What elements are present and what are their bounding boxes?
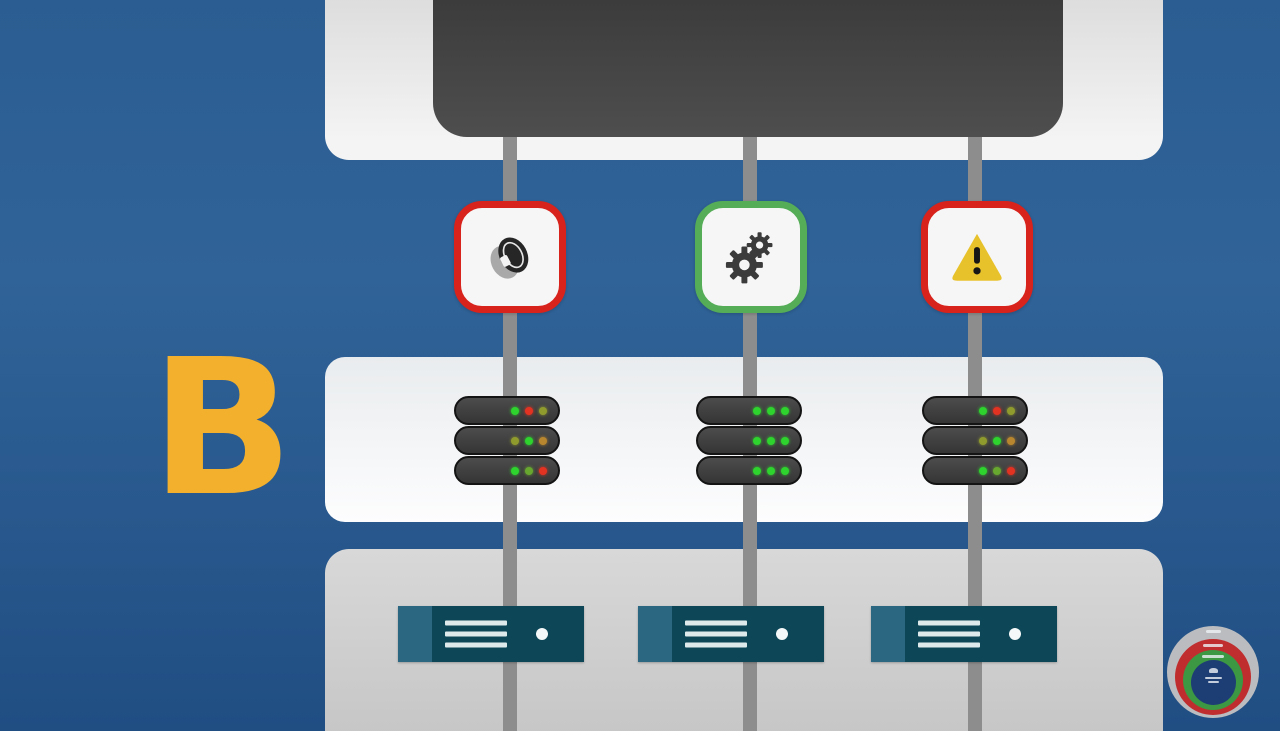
status-led-amber — [539, 436, 547, 445]
logo-text-mark — [1203, 644, 1223, 647]
status-led-green — [979, 406, 987, 415]
server-unit — [696, 426, 802, 455]
switch-device-3 — [871, 606, 1057, 662]
status-led-red — [539, 466, 547, 475]
status-led-green — [781, 466, 789, 475]
logo-text-mark — [1202, 655, 1224, 658]
server-unit — [696, 396, 802, 425]
device-indicator-dot — [536, 628, 548, 640]
device-cap — [871, 606, 905, 662]
status-led-red — [525, 406, 533, 415]
status-led-green — [993, 436, 1001, 445]
device-indicator-dot — [1009, 628, 1021, 640]
status-led-green — [753, 436, 761, 445]
megaphone-icon — [490, 237, 529, 279]
status-led-olive — [1007, 406, 1015, 415]
status-led-olive — [979, 436, 987, 445]
device-line-marks — [445, 620, 507, 648]
server-unit — [454, 456, 560, 485]
status-badge-warning — [921, 201, 1033, 313]
channel-logo[interactable] — [1160, 620, 1266, 724]
device-cap — [638, 606, 672, 662]
server-unit — [696, 456, 802, 485]
status-led-dim_green — [993, 466, 1001, 475]
server-unit — [454, 426, 560, 455]
status-led-red — [993, 406, 1001, 415]
device-indicator-dot — [776, 628, 788, 640]
status-led-olive — [511, 436, 519, 445]
logo-text-mark — [1208, 681, 1219, 683]
status-badge-megaphone — [454, 201, 566, 313]
screen-panel — [433, 0, 1063, 137]
server-stack-3 — [922, 396, 1028, 485]
logo-gauge-icon — [1209, 668, 1218, 673]
status-led-green — [767, 406, 775, 415]
server-unit — [922, 396, 1028, 425]
server-stack-2 — [696, 396, 802, 485]
status-badge-gears — [695, 201, 807, 313]
server-unit — [922, 456, 1028, 485]
switch-device-2 — [638, 606, 824, 662]
gears-icon — [725, 232, 773, 284]
tier-label-b: B — [150, 318, 294, 538]
logo-text-mark — [1206, 630, 1221, 633]
warning-icon — [952, 233, 1002, 281]
status-led-red — [1007, 466, 1015, 475]
status-led-green — [753, 466, 761, 475]
device-cap — [398, 606, 432, 662]
status-led-green — [767, 436, 775, 445]
status-led-green — [511, 406, 519, 415]
switch-device-1 — [398, 606, 584, 662]
device-line-marks — [685, 620, 747, 648]
status-led-green — [511, 466, 519, 475]
status-led-amber — [1007, 436, 1015, 445]
status-led-green — [979, 466, 987, 475]
status-led-green — [525, 436, 533, 445]
status-led-dim_green — [525, 466, 533, 475]
server-stack-1 — [454, 396, 560, 485]
status-led-green — [753, 406, 761, 415]
status-led-green — [767, 466, 775, 475]
status-led-green — [781, 406, 789, 415]
status-led-green — [781, 436, 789, 445]
logo-text-mark — [1205, 677, 1222, 679]
status-led-olive — [539, 406, 547, 415]
device-line-marks — [918, 620, 980, 648]
server-unit — [922, 426, 1028, 455]
server-unit — [454, 396, 560, 425]
